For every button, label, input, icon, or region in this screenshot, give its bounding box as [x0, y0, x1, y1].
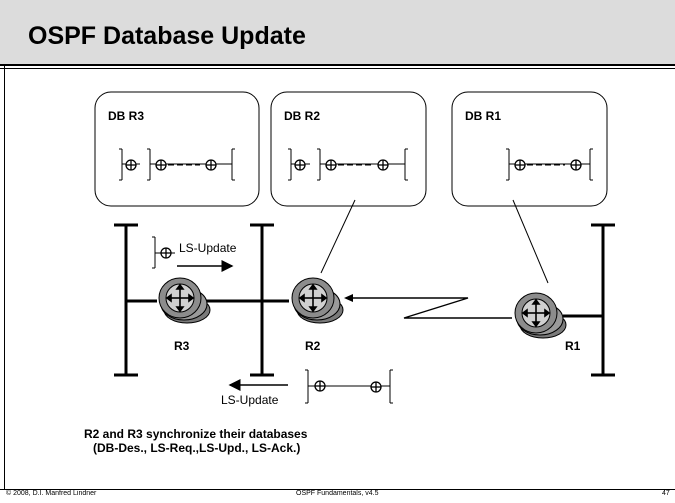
title-bar: [0, 0, 675, 64]
serial-link: [346, 297, 512, 319]
title-rule-thin: [0, 68, 675, 69]
db-label-r2: DB R2: [284, 109, 320, 123]
db-box-r3: DB R3: [94, 91, 260, 207]
db-r1-connector: [512, 199, 549, 284]
footer-course: OSPF Fundamentals, v4.5: [296, 490, 379, 497]
router-r3: [158, 277, 211, 324]
ls-update-top: LS-Update: [152, 236, 237, 272]
footer-copyright: © 2008, D.I. Manfred Lindner: [6, 490, 97, 497]
router-r2: [291, 277, 344, 324]
footer-page-number: 47: [662, 490, 670, 497]
footer-rule: [0, 489, 675, 490]
lan-right: [591, 223, 615, 377]
ls-update-bottom-label: LS-Update: [221, 393, 279, 407]
caption: R2 and R3 synchronize their databases (D…: [84, 427, 414, 455]
lsa-icon: [514, 159, 526, 171]
db-label-r3: DB R3: [108, 109, 144, 123]
router-r1: [514, 292, 567, 339]
page-title: OSPF Database Update: [28, 22, 306, 50]
db-label-r1: DB R1: [465, 109, 501, 123]
db-r2-entries: [288, 148, 408, 181]
router-label-r1: R1: [565, 339, 581, 353]
lsa-icon: [314, 380, 326, 392]
title-rule: [0, 64, 675, 66]
serial-arrowhead: [344, 294, 353, 302]
caption-line-2: (DB-Des., LS-Req.,LS-Upd., LS-Ack.): [93, 441, 301, 455]
lsa-icon: [325, 159, 337, 171]
left-border: [4, 64, 5, 489]
db-box-r1: DB R1: [451, 91, 608, 207]
ls-update-top-label: LS-Update: [179, 241, 237, 255]
ls-update-bottom: LS-Update: [221, 369, 393, 407]
caption-line-1: R2 and R3 synchronize their databases: [84, 427, 308, 441]
router-label-r2: R2: [305, 339, 321, 353]
lsa-icon: [570, 159, 582, 171]
db-r3-entries: [119, 148, 235, 181]
lsa-icon: [370, 381, 382, 393]
db-r1-entries: [506, 148, 593, 181]
lsa-icon: [294, 159, 306, 171]
lsa-icon: [155, 159, 167, 171]
lsa-icon: [205, 159, 217, 171]
router-label-r3: R3: [174, 339, 190, 353]
lsa-icon: [377, 159, 389, 171]
db-r2-connector: [320, 199, 356, 274]
db-box-r2: DB R2: [270, 91, 427, 207]
lsa-icon: [160, 247, 172, 259]
lsa-icon: [125, 159, 137, 171]
